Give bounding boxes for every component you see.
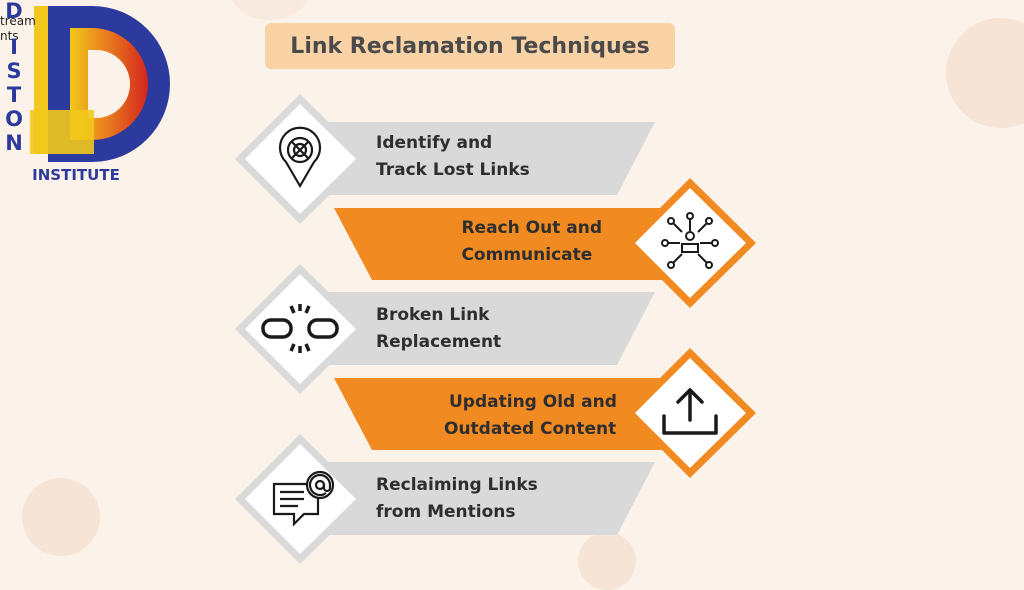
background-circle — [946, 18, 1024, 128]
logo-letter: D — [5, 0, 22, 23]
step-1-line-2: Track Lost Links — [376, 160, 530, 180]
network-person-icon — [661, 212, 719, 269]
step-band-updating — [334, 378, 690, 450]
logo-letter: S — [6, 59, 21, 83]
step-2-line-2: Communicate — [461, 245, 593, 265]
step-4-line-1: Updating Old and — [449, 392, 617, 412]
step-3-text: Broken Link Replacement — [376, 302, 501, 356]
step-band-reach-out — [334, 208, 690, 280]
step-band-broken-link — [300, 292, 655, 365]
logo-overlay-text: nts — [0, 29, 19, 43]
logo-institute-text: INSTITUTE — [32, 166, 120, 184]
step-band-identify — [300, 122, 655, 195]
title-banner: Link Reclamation Techniques — [265, 23, 675, 69]
location-pin-target-icon — [278, 126, 322, 189]
logo-overlay-text: tream — [0, 14, 36, 28]
step-5-text: Reclaiming Links from Mentions — [376, 472, 538, 526]
background-circle — [230, 0, 310, 20]
step-3-line-2: Replacement — [376, 332, 502, 352]
step-3-line-1: Broken Link — [376, 305, 490, 325]
upload-icon — [662, 388, 718, 435]
logo-letter: I — [10, 35, 18, 59]
step-5-line-2: from Mentions — [376, 502, 516, 522]
logo-letter: T — [7, 83, 22, 107]
step-2-text: Reach Out and Communicate — [461, 215, 602, 269]
background-circle — [22, 478, 100, 556]
step-band-reclaiming — [300, 462, 655, 535]
diston-institute-logo: tream nts D I S T O N INSTITUTE — [0, 0, 170, 184]
step-4-line-2: Outdated Content — [444, 419, 617, 439]
step-5-line-1: Reclaiming Links — [376, 475, 538, 495]
logo-letter: N — [5, 131, 23, 155]
step-4-text: Updating Old and Outdated Content — [444, 389, 617, 443]
logo-letter: O — [5, 107, 23, 131]
icon-diamond-1 — [235, 94, 366, 224]
broken-chain-icon — [261, 304, 339, 353]
email-at-message-icon — [272, 470, 335, 527]
page-title: Link Reclamation Techniques — [290, 33, 650, 59]
step-1-line-1: Identify and — [376, 133, 493, 153]
techniques-diagram — [235, 94, 756, 564]
icon-diamond-3 — [235, 264, 366, 394]
step-2-line-1: Reach Out and — [461, 218, 602, 238]
step-1-text: Identify and Track Lost Links — [376, 130, 530, 184]
